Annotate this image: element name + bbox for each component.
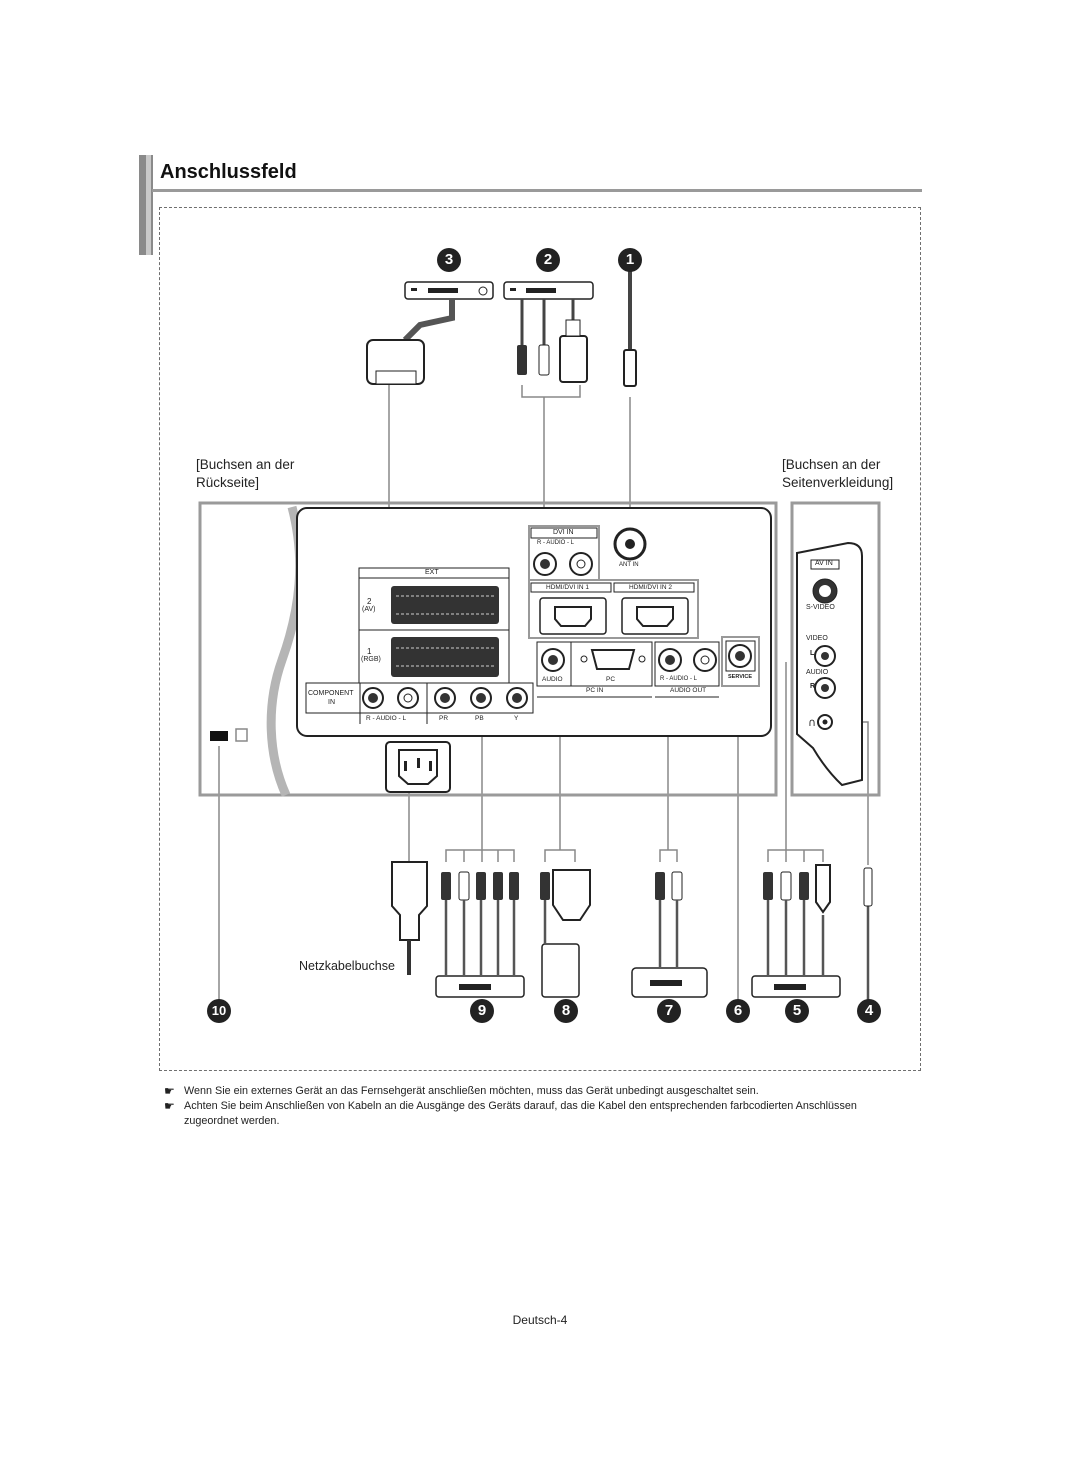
service-label: SERVICE xyxy=(728,674,753,680)
ant-in-label: ANT IN xyxy=(619,562,639,568)
pc-audio-label: AUDIO xyxy=(542,676,563,683)
ext1-sub-label: (RGB) xyxy=(361,656,381,663)
ext2-sub-label: (AV) xyxy=(362,606,376,613)
audio-out-label: AUDIO OUT xyxy=(670,687,707,694)
svideo-label: S-VIDEO xyxy=(806,604,835,611)
component-label: COMPONENT xyxy=(308,690,354,697)
hdmi1-label: HDMI/DVI IN 1 xyxy=(546,584,589,591)
ext2-label: 2 xyxy=(367,597,372,606)
number-badge-5: 5 xyxy=(785,999,809,1023)
side-l-label: L xyxy=(810,650,815,657)
audio-out-rl-label: R - AUDIO - L xyxy=(660,676,698,682)
notes: ☛ Wenn Sie ein externes Gerät an das Fer… xyxy=(164,1084,904,1129)
side-jacks-caption: [Buchsen an der Seitenverkleidung] xyxy=(782,456,893,492)
video-label: VIDEO xyxy=(806,635,828,642)
note-item: ☛ Achten Sie beim Anschließen von Kabeln… xyxy=(164,1099,904,1129)
hdmi2-label: HDMI/DVI IN 2 xyxy=(629,584,672,591)
power-cord-label: Netzkabelbuchse xyxy=(299,959,395,973)
component-in-label: IN xyxy=(328,699,335,706)
number-badge-9: 9 xyxy=(470,999,494,1023)
page-number: Deutsch-4 xyxy=(512,1313,568,1327)
pr-label: PR xyxy=(439,715,449,722)
side-caption-line1: [Buchsen an der xyxy=(782,457,881,472)
pc-in-label: PC IN xyxy=(586,687,604,694)
pb-label: PB xyxy=(475,715,484,722)
number-badge-6: 6 xyxy=(726,999,750,1023)
rear-caption-line2: Rückseite] xyxy=(196,475,260,490)
diagram-frame xyxy=(159,207,921,1071)
side-r-label: R xyxy=(810,683,816,690)
ext1-label: 1 xyxy=(367,647,372,656)
number-badge-10: 10 xyxy=(207,999,231,1023)
title-rule xyxy=(152,189,922,192)
av-in-label: AV IN xyxy=(815,560,833,567)
rear-caption-line1: [Buchsen an der xyxy=(196,457,295,472)
dvi-audio-label: R - AUDIO - L xyxy=(537,540,575,546)
note-item: ☛ Wenn Sie ein externes Gerät an das Fer… xyxy=(164,1084,904,1099)
section-marker-highlight xyxy=(146,155,151,255)
rear-jacks-caption: [Buchsen an der Rückseite] xyxy=(196,456,294,492)
page-title: Anschlussfeld xyxy=(160,161,297,183)
component-audio-label: R - AUDIO - L xyxy=(366,715,407,722)
note-text: Achten Sie beim Anschließen von Kabeln a… xyxy=(184,1100,857,1127)
svg-text:∩: ∩ xyxy=(808,716,816,729)
number-badge-8: 8 xyxy=(554,999,578,1023)
ext-label: EXT xyxy=(425,569,439,576)
number-badge-4: 4 xyxy=(857,999,881,1023)
side-audio-label: AUDIO xyxy=(806,669,829,676)
pc-label: PC xyxy=(606,676,616,683)
y-label: Y xyxy=(514,715,519,722)
number-badge-1: 1 xyxy=(618,248,642,272)
side-caption-line2: Seitenverkleidung] xyxy=(782,475,894,490)
number-badge-7: 7 xyxy=(657,999,681,1023)
dvi-in-label: DVI IN xyxy=(553,529,574,536)
number-badge-3: 3 xyxy=(437,248,461,272)
number-badge-2: 2 xyxy=(536,248,560,272)
pointing-hand-icon: ☛ xyxy=(164,1084,175,1098)
pointing-hand-icon: ☛ xyxy=(164,1099,175,1113)
note-text: Wenn Sie ein externes Gerät an das Ferns… xyxy=(184,1085,759,1097)
